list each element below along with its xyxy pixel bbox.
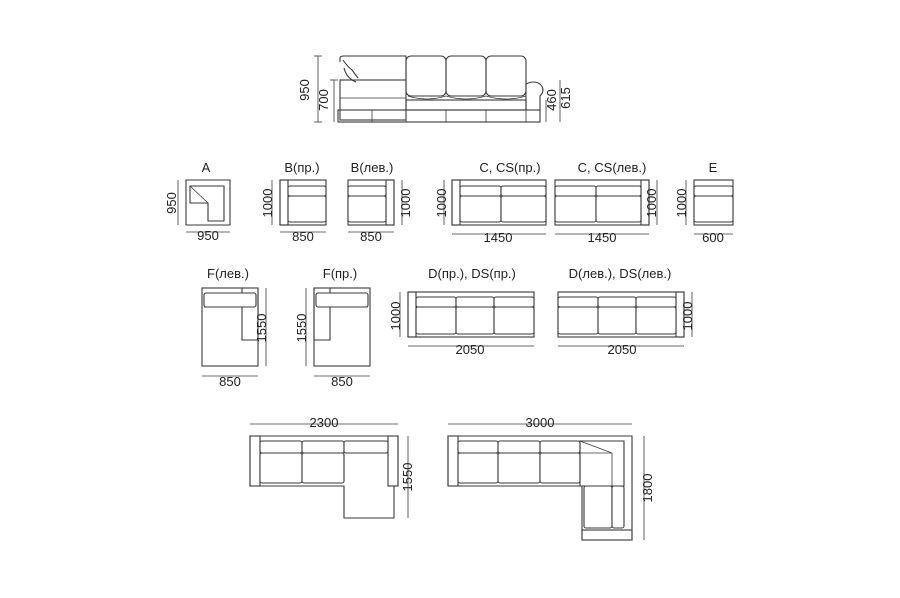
module-e-depth: 1000 (674, 189, 689, 218)
module-f-right: F(пр.) 850 1550 (294, 266, 371, 389)
module-c-left: C, CS(лев.) 1450 1000 (554, 160, 659, 245)
combo-chaise-width: 2300 (310, 415, 339, 430)
module-d-left-depth: 1000 (680, 302, 695, 331)
module-e: E 600 1000 (674, 160, 734, 245)
module-b-right-depth: 1000 (260, 189, 275, 218)
module-f-left-depth: 1550 (254, 314, 269, 343)
module-c-right-label: C, CS(пр.) (479, 160, 540, 175)
module-c-left-width: 1450 (588, 230, 617, 245)
module-b-left-width: 850 (360, 229, 382, 244)
front-height-label: 950 (297, 79, 312, 101)
combo-chaise-depth: 1550 (400, 463, 415, 492)
module-b-left-label: B(лев.) (351, 160, 394, 175)
module-e-width: 600 (702, 230, 724, 245)
module-f-right-label: F(пр.) (323, 266, 357, 281)
module-c-right-width: 1450 (484, 230, 513, 245)
front-view-dimensions: 950 700 460 615 (297, 55, 573, 123)
module-c-right: C, CS(пр.) 1450 1000 (434, 160, 547, 245)
module-b-right: B(пр.) 850 1000 (260, 160, 327, 244)
combination-chaise: 2300 1550 (249, 415, 415, 519)
combination-corner: 3000 1800 (447, 415, 655, 541)
module-f-left: F(лев.) 850 1550 (201, 266, 269, 389)
module-b-right-width: 850 (292, 229, 314, 244)
module-f-left-label: F(лев.) (207, 266, 249, 281)
module-f-right-width: 850 (331, 374, 353, 389)
combo-corner-depth: 1800 (640, 474, 655, 503)
module-d-right-width: 2050 (456, 342, 485, 357)
combo-corner-width: 3000 (526, 415, 555, 430)
module-d-left-label: D(лев.), DS(лев.) (569, 266, 672, 281)
front-arm-height-label: 700 (316, 89, 331, 111)
module-f-right-depth: 1550 (294, 314, 309, 343)
module-d-right-depth: 1000 (388, 302, 403, 331)
front-view-sofa (337, 55, 544, 123)
module-a-width: 950 (197, 228, 219, 243)
module-a-label: A (202, 160, 211, 175)
module-a: A 950 950 (164, 160, 231, 243)
front-seat-height-label: 460 (544, 89, 559, 111)
module-d-left-width: 2050 (608, 342, 637, 357)
module-d-left: D(лев.), DS(лев.) 2050 1000 (557, 266, 695, 357)
module-e-label: E (709, 160, 718, 175)
module-b-right-label: B(пр.) (284, 160, 319, 175)
module-c-right-depth: 1000 (434, 189, 449, 218)
module-d-right-label: D(пр.), DS(пр.) (428, 266, 516, 281)
module-b-left-depth: 1000 (398, 189, 413, 218)
front-arm-rest-height-label: 615 (558, 87, 573, 109)
module-f-left-width: 850 (219, 374, 241, 389)
module-a-depth: 950 (164, 192, 179, 214)
module-d-right: D(пр.), DS(пр.) 2050 1000 (388, 266, 535, 357)
module-c-left-depth: 1000 (644, 189, 659, 218)
module-c-left-label: C, CS(лев.) (578, 160, 647, 175)
module-b-left: B(лев.) 850 1000 (347, 160, 413, 244)
